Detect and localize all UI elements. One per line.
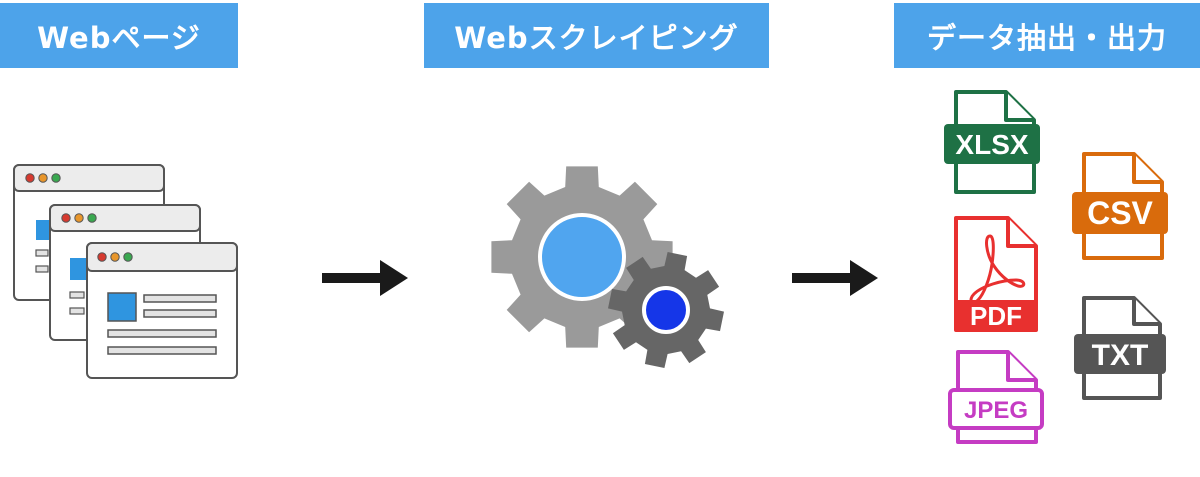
pdf-label: PDF [970, 301, 1022, 331]
gear-small-icon [608, 252, 724, 368]
csv-label: CSV [1087, 195, 1153, 231]
header-webpage: Webページ [0, 3, 238, 68]
browser-windows-icon [13, 164, 238, 379]
acrobat-icon [969, 234, 1026, 304]
xlsx-label: XLSX [955, 129, 1028, 160]
arrow-right-icon [322, 260, 408, 296]
gears-icon [491, 166, 724, 368]
xlsx-file-icon: XLSX [944, 90, 1040, 194]
pdf-file-icon: PDF [954, 216, 1038, 332]
txt-label: TXT [1092, 339, 1149, 372]
arrow-right-icon [792, 260, 878, 296]
jpeg-file-icon: JPEG [948, 350, 1044, 444]
browser-window-front [86, 242, 238, 379]
header-output: データ抽出・出力 [894, 3, 1200, 68]
gear-center [642, 286, 690, 334]
txt-file-icon: TXT [1074, 296, 1166, 400]
csv-file-icon: CSV [1072, 152, 1168, 260]
gear-center [538, 213, 626, 301]
header-scraping: Webスクレイピング [424, 3, 769, 68]
jpeg-label: JPEG [964, 397, 1028, 424]
